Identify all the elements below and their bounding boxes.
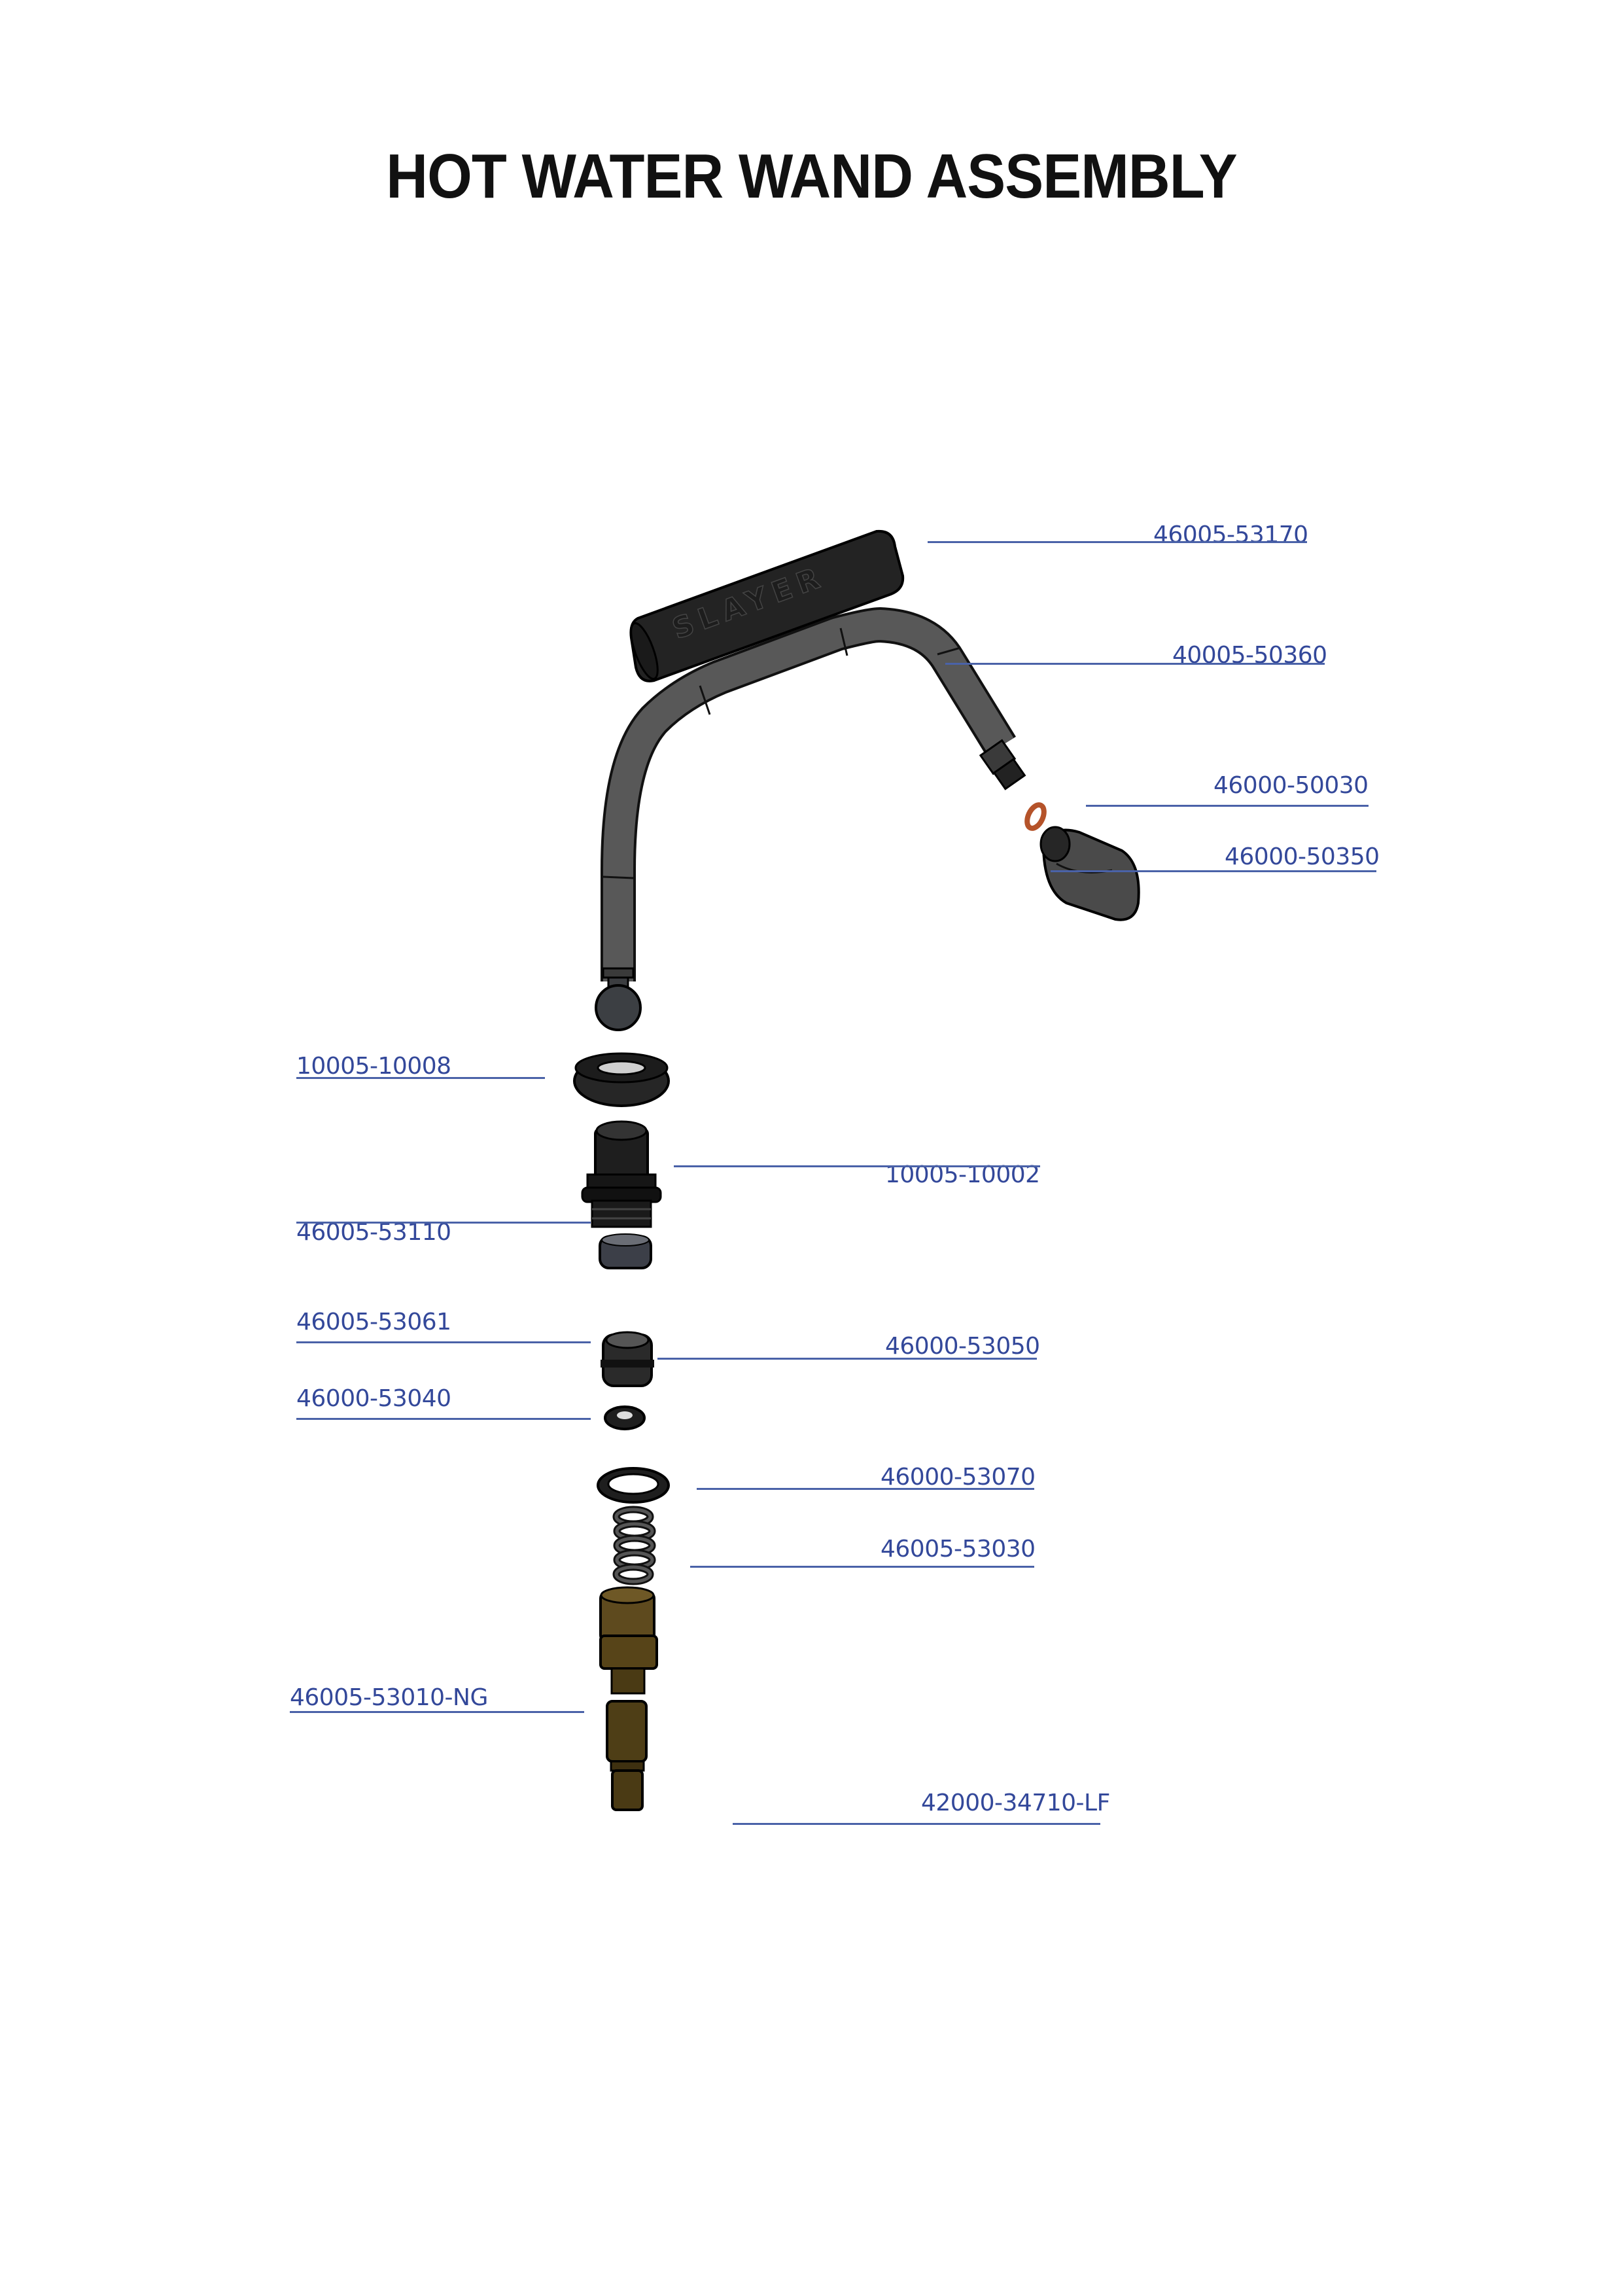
leader-line <box>296 1077 545 1079</box>
bushing-part <box>599 1233 652 1269</box>
callout-label: 46000-50350 <box>1225 843 1380 870</box>
leader-line <box>296 1341 591 1343</box>
page-title: HOT WATER WAND ASSEMBLY <box>386 141 1237 211</box>
valve-insert-part <box>601 1331 654 1387</box>
callout-label: 46000-53070 <box>881 1464 1036 1491</box>
leader-line <box>290 1711 584 1713</box>
callout-label: 46005-53010-NG <box>290 1684 488 1711</box>
leader-line <box>945 663 1325 665</box>
brass-fitting-part <box>599 1586 658 1695</box>
leader-line <box>1086 805 1369 807</box>
threaded-body-part <box>581 1120 662 1228</box>
hex-nut-part <box>573 1052 670 1107</box>
callout-label: 46000-53040 <box>296 1385 451 1412</box>
callout-label: 46005-53170 <box>1153 521 1308 548</box>
leader-line <box>690 1566 1034 1568</box>
leader-line <box>674 1165 1040 1167</box>
callout-label: 46000-50030 <box>1213 772 1369 799</box>
leader-line <box>733 1823 1100 1825</box>
leader-line <box>657 1358 1037 1360</box>
callout-label: 10005-10008 <box>296 1053 451 1080</box>
small-seal-part <box>604 1405 646 1430</box>
leader-line <box>697 1488 1034 1490</box>
spring-part <box>612 1506 656 1585</box>
leader-line <box>296 1222 591 1224</box>
callout-label: 46005-53061 <box>296 1309 451 1335</box>
callout-label: 42000-34710-LF <box>921 1790 1110 1816</box>
callout-label: 46005-53030 <box>881 1536 1036 1563</box>
leader-line <box>1051 870 1376 872</box>
leader-line <box>928 541 1307 543</box>
callout-label: 46000-53050 <box>885 1333 1040 1360</box>
o-ring-part <box>1024 802 1047 831</box>
wand-tube-part <box>595 607 1026 1031</box>
brass-connector-part <box>606 1700 648 1811</box>
flat-gasket-part <box>597 1467 670 1504</box>
callout-label: 46005-53110 <box>296 1219 451 1246</box>
leader-line <box>296 1418 591 1420</box>
wand-tip-part <box>1039 826 1140 921</box>
